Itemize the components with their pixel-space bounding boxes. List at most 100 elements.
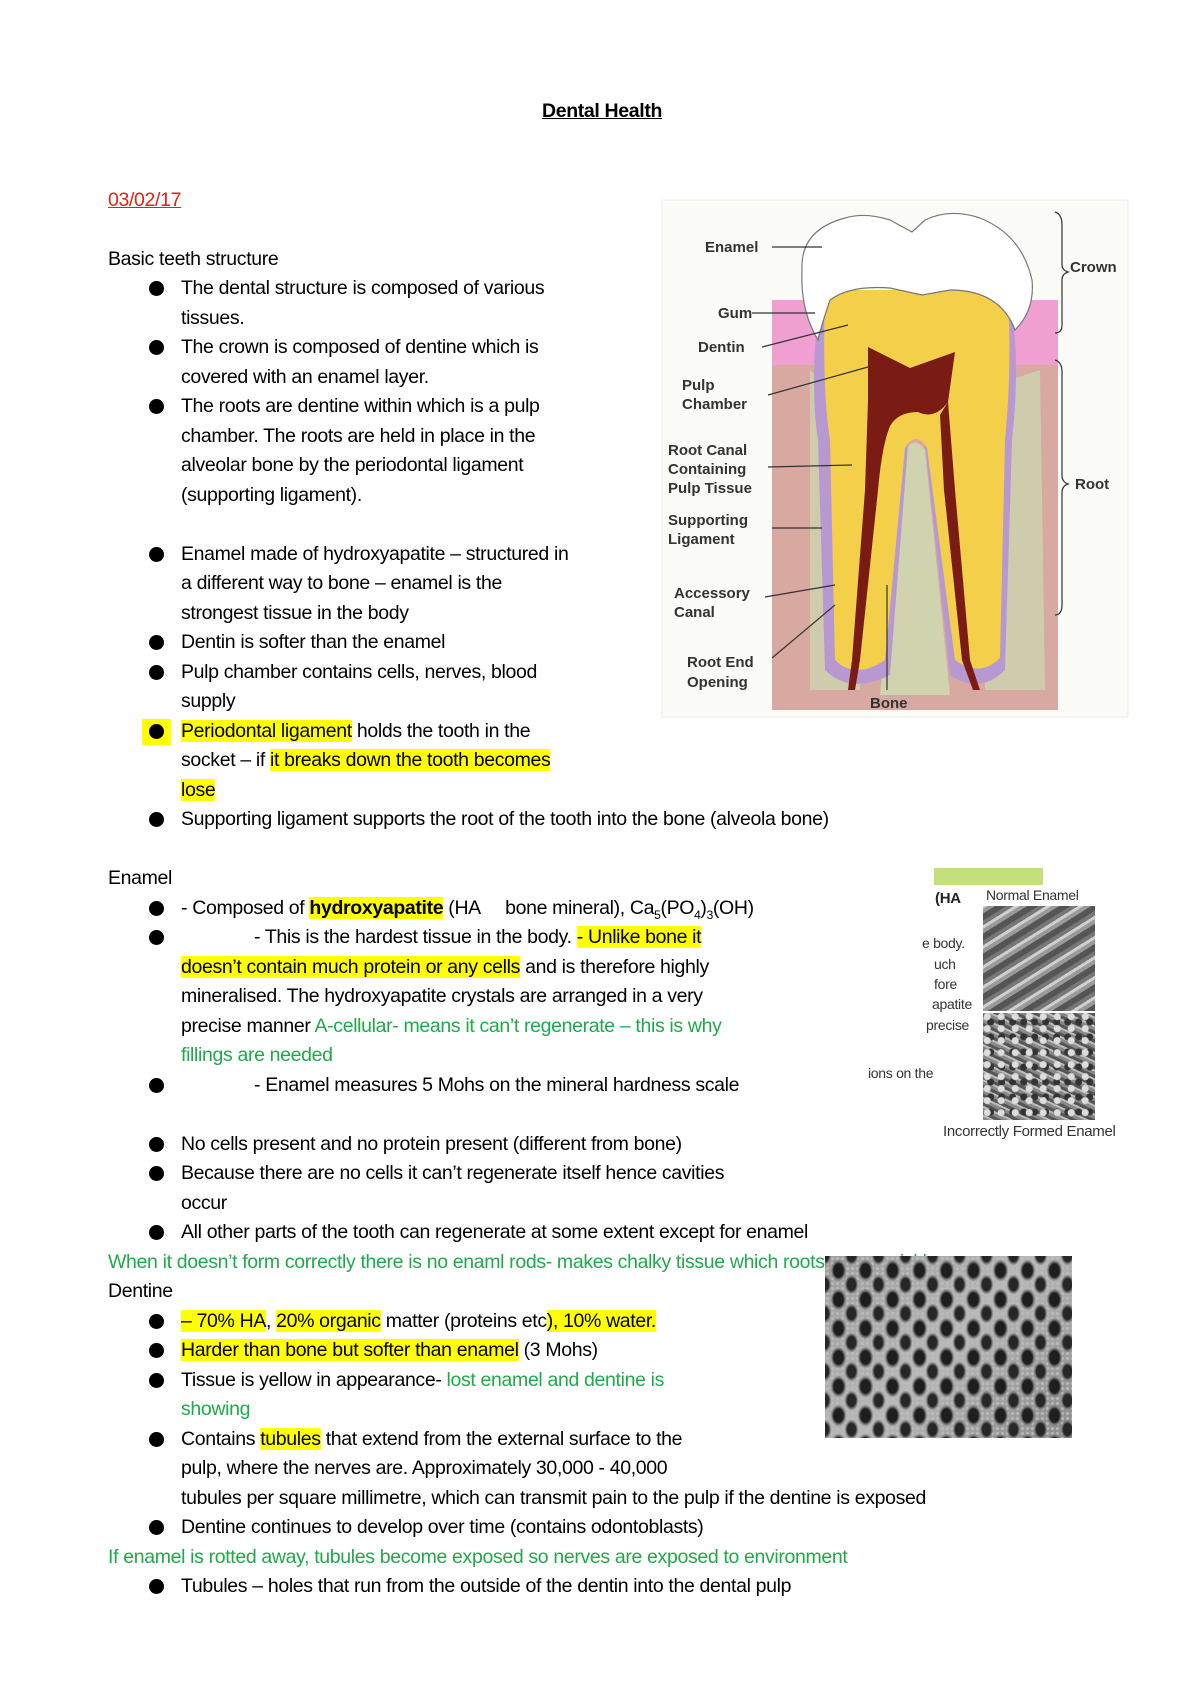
- bullet-icon: [149, 723, 164, 739]
- incorrect-enamel-label: Incorrectly Formed Enamel: [943, 1123, 1116, 1140]
- label-accessory: Accessory: [674, 585, 751, 602]
- incorrect-enamel-micrograph: [983, 1013, 1095, 1120]
- text-run: The dental structure is composed of vari…: [181, 277, 545, 299]
- highlighted-text: lose: [181, 778, 216, 801]
- list-line: tissues.: [108, 304, 1168, 334]
- list-item: Dentin is softer than the enamel: [108, 628, 1168, 658]
- list-line: occur: [108, 1189, 1168, 1219]
- text-run: socket – if: [181, 749, 271, 771]
- green-banner-fragment: [934, 868, 1043, 885]
- highlighted-text: ), 10% water.: [546, 1309, 657, 1332]
- text-run: covered with an enamel layer.: [181, 365, 429, 388]
- highlighted-text: – 70% HA: [181, 1309, 266, 1332]
- label-containing: Containing: [668, 461, 746, 478]
- text-run: occur: [181, 1191, 227, 1214]
- tooth-anatomy-diagram: Enamel Gum Dentin Pulp Chamber Root Cana…: [661, 199, 1129, 718]
- list-item: Tissue is yellow in appearance- lost ena…: [108, 1366, 1168, 1425]
- text-run: chamber. The roots are held in place in …: [181, 424, 536, 447]
- list-item: Periodontal ligament holds the tooth in …: [108, 717, 1168, 806]
- text-run: strongest tissue in the body: [181, 601, 409, 624]
- list-line: fillings are needed: [108, 1041, 1168, 1071]
- inter-root-bone: [880, 442, 950, 695]
- list-item: Dentine continues to develop over time (…: [108, 1513, 1168, 1543]
- bullet-icon: [149, 546, 164, 562]
- text-run: No cells present and no protein present …: [181, 1132, 682, 1155]
- highlighted-text: doesn’t contain much protein or any cell…: [181, 955, 521, 978]
- bullet-icon: [149, 664, 164, 680]
- text-run: Dentine continues to develop over time (…: [181, 1516, 704, 1538]
- bullet-icon: [149, 1077, 164, 1093]
- list-line: (supporting ligament).: [108, 481, 1168, 511]
- text-run: alveolar bone by the periodontal ligamen…: [181, 454, 524, 476]
- list-line: precise manner A-cellular- means it can’…: [108, 1012, 1168, 1042]
- text-run: tissues.: [181, 306, 245, 329]
- list-line: Pulp chamber contains cells, nerves, blo…: [108, 658, 1168, 688]
- text-run: holds the tooth in the: [351, 719, 531, 742]
- text-run: precise manner: [181, 1014, 315, 1037]
- label-canal: Canal: [674, 604, 715, 621]
- list-item: – 70% HA, 20% organic matter (proteins e…: [108, 1307, 1168, 1337]
- text-run: Tubules – holes that run from the outsid…: [181, 1575, 792, 1597]
- label-chamber: Chamber: [682, 396, 747, 413]
- text-run: pulp, where the nerves are. Approximatel…: [181, 1457, 668, 1479]
- green-note: If enamel is rotted away, tubules become…: [108, 1545, 848, 1568]
- bullet-icon: [149, 1579, 164, 1594]
- text-run: a different way to bone – enamel is the: [181, 572, 502, 594]
- list-line: strongest tissue in the body: [108, 599, 1168, 629]
- list-item: Supporting ligament supports the root of…: [108, 805, 1168, 835]
- list-item: No cells present and no protein present …: [108, 1130, 1168, 1160]
- bullet-icon: [149, 812, 164, 827]
- list-item: Because there are no cells it can’t rege…: [108, 1159, 1168, 1218]
- label-bone: Bone: [870, 695, 908, 712]
- enamel-fragment-text: (HA: [935, 890, 961, 907]
- blank-line: [108, 127, 1168, 157]
- text-run: 5: [654, 907, 661, 922]
- bullet-icon: [149, 281, 164, 296]
- list-line: tubules per square millimetre, which can…: [108, 1484, 1168, 1514]
- enamel-fragment-text: e body.: [922, 935, 965, 951]
- label-pulp-tissue: Pulp Tissue: [668, 480, 752, 497]
- bullet-icon: [149, 340, 164, 355]
- page-title: Dental Health: [541, 100, 663, 122]
- text-run: (PO: [660, 896, 695, 919]
- enamel-fragment-text: precise: [926, 1017, 970, 1033]
- list-item: The crown is composed of dentine which i…: [108, 333, 1168, 392]
- bullet-icon: [149, 399, 164, 414]
- text-run: Supporting ligament supports the root of…: [181, 808, 829, 830]
- section-heading: Dentine: [108, 1280, 173, 1302]
- list-line: The dental structure is composed of vari…: [108, 274, 1168, 304]
- list-item: Pulp chamber contains cells, nerves, blo…: [108, 658, 1168, 717]
- list-line: Contains tubules that extend from the ex…: [108, 1425, 1168, 1455]
- normal-enamel-micrograph: [983, 906, 1095, 1011]
- list-line: showing: [108, 1395, 1168, 1425]
- text-run: Because there are no cells it can’t rege…: [181, 1162, 725, 1184]
- bullet-icon: [149, 1343, 164, 1358]
- blank-line: [108, 835, 1168, 865]
- list-line: - This is the hardest tissue in the body…: [108, 923, 1168, 953]
- normal-enamel-label: Normal Enamel: [986, 887, 1079, 903]
- list-item: Harder than bone but softer than enamel …: [108, 1336, 1168, 1366]
- highlighted-text: 20% organic: [276, 1309, 381, 1332]
- enamel-fragment-text: ions on the: [868, 1065, 934, 1081]
- list-item: The roots are dentine within which is a …: [108, 392, 1168, 510]
- green-note-text: A-cellular- means it can’t regenerate – …: [314, 1014, 722, 1037]
- list-line: Dentin is softer than the enamel: [108, 628, 1168, 658]
- label-supporting: Supporting: [668, 512, 748, 529]
- bullet-icon: [149, 900, 164, 916]
- text-run: Pulp chamber contains cells, nerves, blo…: [181, 660, 538, 683]
- list-line: Harder than bone but softer than enamel …: [108, 1336, 1168, 1366]
- text-run: ): [700, 896, 707, 919]
- text-run: All other parts of the tooth can regener…: [181, 1221, 809, 1243]
- bullet-icon: [149, 1313, 164, 1329]
- list-line: Tissue is yellow in appearance- lost ena…: [108, 1366, 1168, 1396]
- list-line: No cells present and no protein present …: [108, 1130, 1168, 1160]
- list-line: Dentine continues to develop over time (…: [108, 1513, 1168, 1543]
- text-run: Contains: [181, 1427, 261, 1450]
- text-run: matter (proteins etc: [380, 1309, 547, 1332]
- text-run: Dentin is softer than the enamel: [181, 631, 446, 653]
- label-dentin: Dentin: [698, 339, 745, 356]
- list-item: Contains tubules that extend from the ex…: [108, 1425, 1168, 1514]
- label-crown: Crown: [1070, 259, 1117, 276]
